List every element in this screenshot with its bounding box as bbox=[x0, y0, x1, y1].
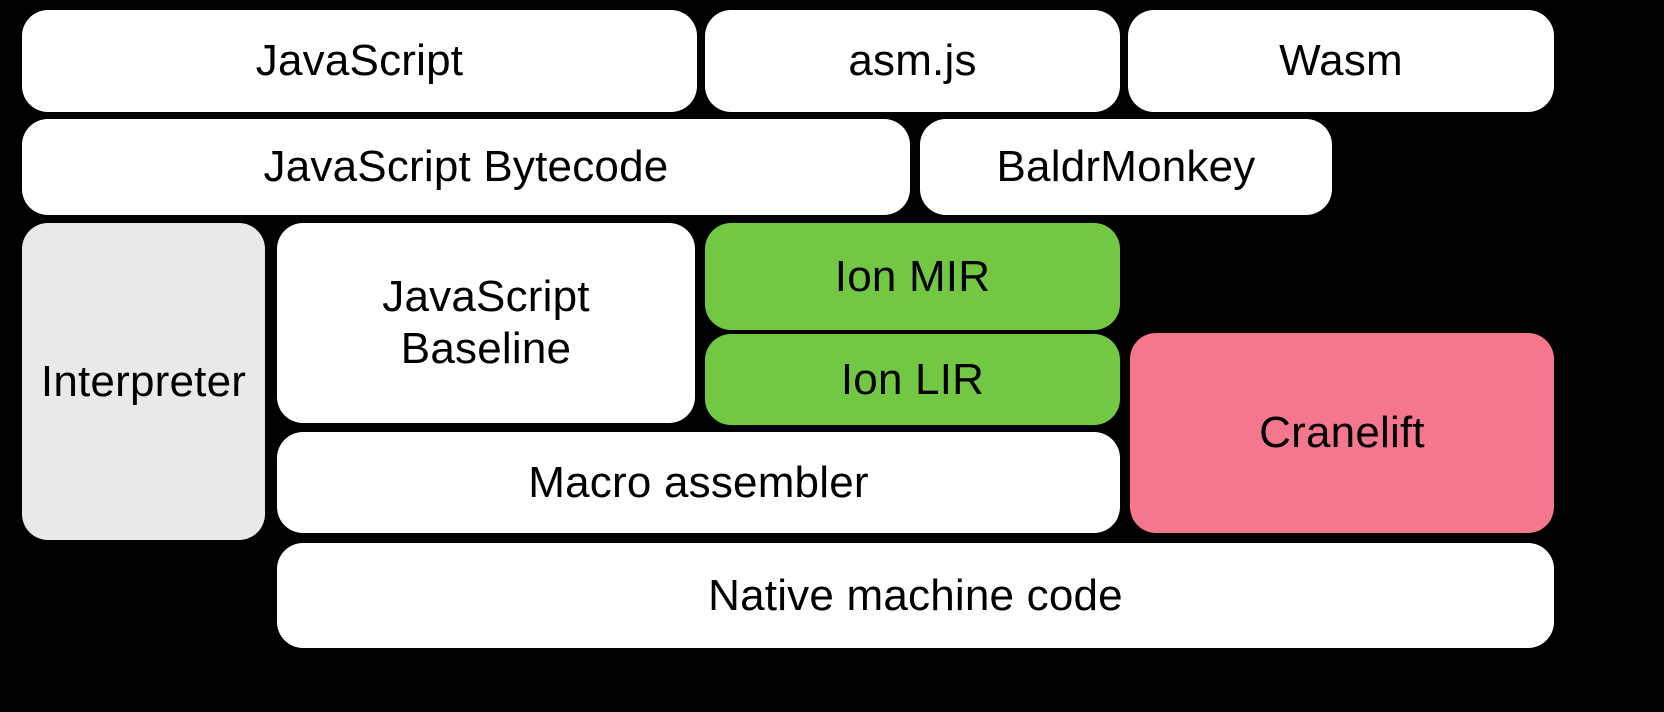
node-javascript-bytecode[interactable]: JavaScript Bytecode bbox=[22, 119, 910, 215]
node-cranelift[interactable]: Cranelift bbox=[1130, 333, 1554, 533]
node-wasm[interactable]: Wasm bbox=[1128, 10, 1554, 112]
node-ion-lir[interactable]: Ion LIR bbox=[705, 334, 1120, 425]
node-interpreter[interactable]: Interpreter bbox=[22, 223, 265, 540]
node-asmjs[interactable]: asm.js bbox=[705, 10, 1120, 112]
node-native-machine-code[interactable]: Native machine code bbox=[277, 543, 1554, 648]
node-javascript[interactable]: JavaScript bbox=[22, 10, 697, 112]
node-javascript-baseline[interactable]: JavaScript Baseline bbox=[277, 223, 695, 423]
node-ion-mir[interactable]: Ion MIR bbox=[705, 223, 1120, 330]
node-baldrmonkey[interactable]: BaldrMonkey bbox=[920, 119, 1332, 215]
node-macro-assembler[interactable]: Macro assembler bbox=[277, 432, 1120, 533]
